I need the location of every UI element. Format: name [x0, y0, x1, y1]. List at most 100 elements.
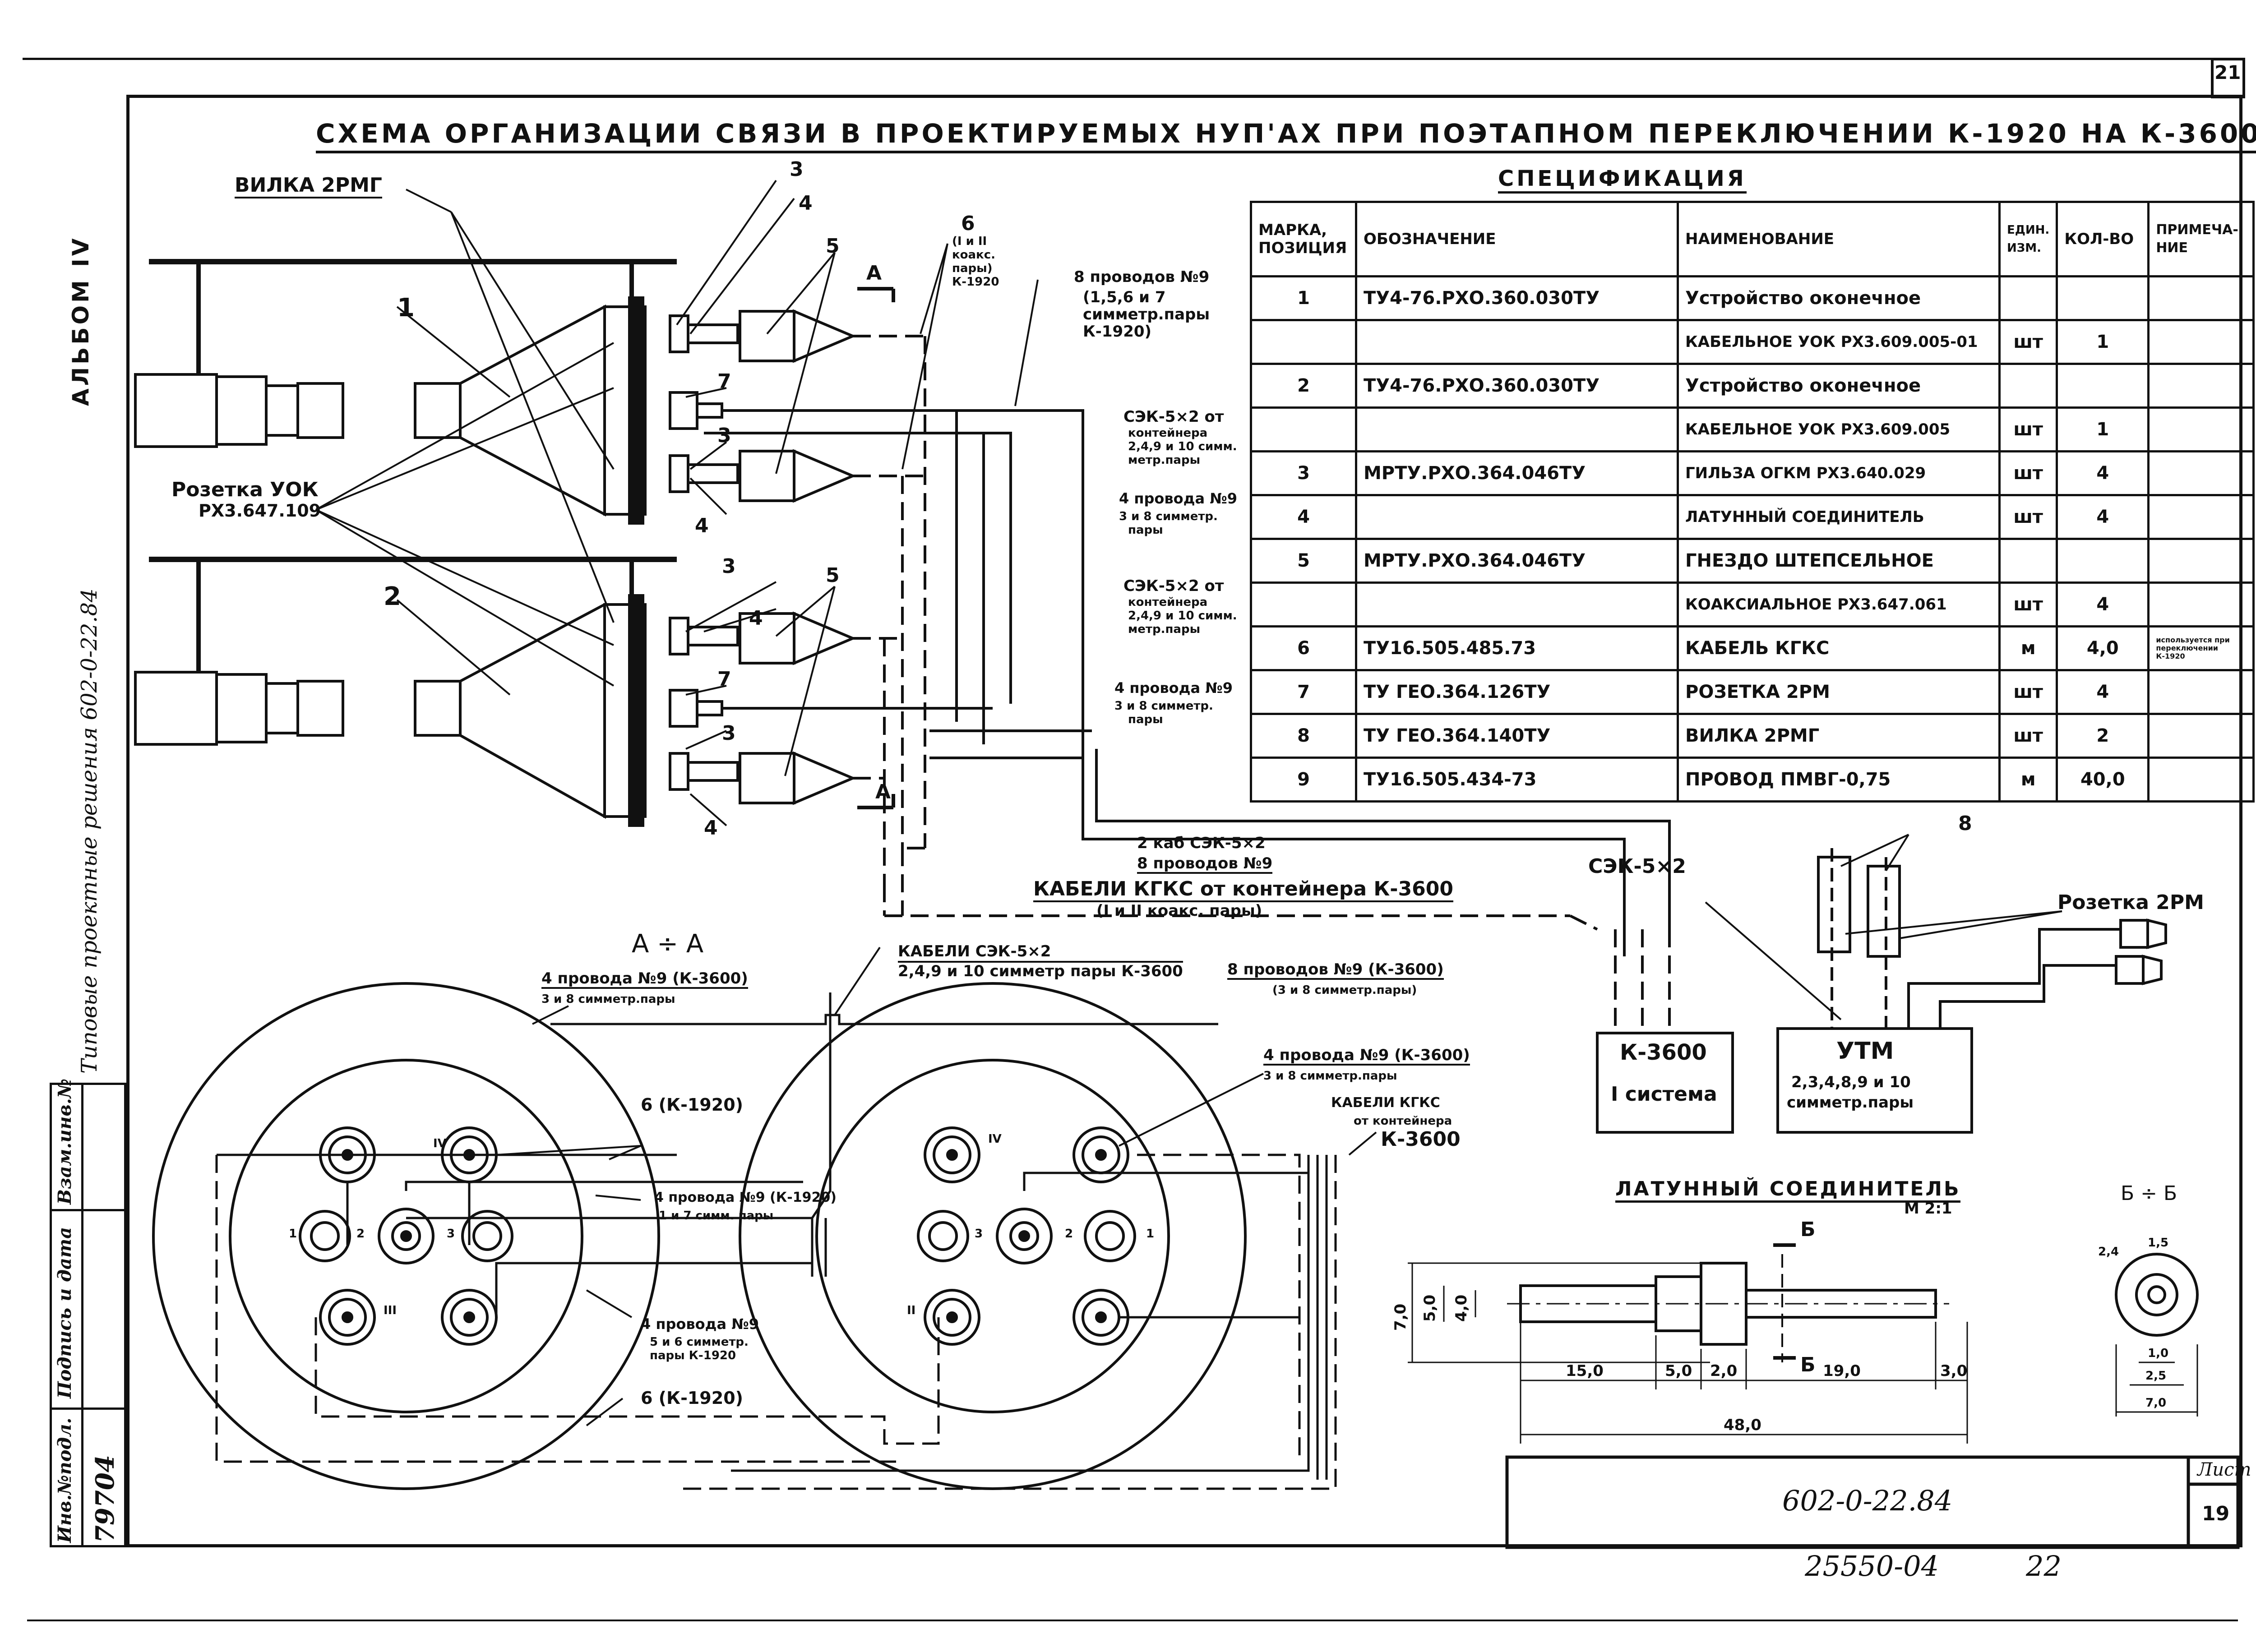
callout-4a: 4	[799, 192, 813, 215]
plug-8	[1705, 834, 2062, 1029]
callout-5b: 5	[826, 564, 840, 587]
dim-5-0-l: 5,0	[1665, 1362, 1692, 1380]
label-wires4-a3: пары	[1128, 523, 1163, 537]
label-rozetka-uok: Розетка УОК	[171, 478, 319, 501]
utm-box	[1776, 1027, 1973, 1134]
label-w4-1920: 4 провода №9 (К-1920)	[654, 1190, 837, 1205]
connector-scale: М 2:1	[1904, 1200, 1952, 1218]
sheet-corner-number: 21	[2214, 61, 2241, 83]
label-sek-b4: метр.пары	[1128, 623, 1201, 636]
label-pos6-note: (I и II коакс. пары) К-1920	[952, 235, 999, 289]
col-unit: ЕДИН. ИЗМ.	[1998, 201, 2058, 277]
k3600-box-system: I система	[1611, 1083, 1717, 1106]
section-wiring	[215, 992, 1337, 1490]
side-hline-1	[50, 1209, 126, 1211]
bottom-rule	[27, 1620, 2238, 1621]
label-rozetka-2rm: Розетка 2РМ	[2057, 891, 2204, 914]
section-b-title: Б ÷ Б	[2121, 1182, 2177, 1205]
label-wires8-note: (1,5,6 и 7 симметр.пары К-1920)	[1083, 288, 1210, 341]
pins-left	[299, 1126, 513, 1346]
utm-box-pairs: 2,3,4,8,9 и 10	[1791, 1073, 1911, 1091]
label-w4-n9-b: 5 и 6 симметр.	[650, 1335, 749, 1349]
pin-label-left-2: 2	[356, 1227, 365, 1241]
diagram-title: СХЕМА ОРГАНИЗАЦИИ СВЯЗИ В ПРОЕКТИРУЕМЫХ …	[316, 118, 2256, 153]
callout-3d: 3	[722, 722, 736, 745]
callout-3b: 3	[717, 424, 731, 447]
pin-label-left-IV: IV	[433, 1137, 447, 1150]
pin-label-left-3: 3	[447, 1227, 455, 1241]
dashed-cables	[853, 335, 1570, 917]
label-wires4-b3: пары	[1128, 713, 1163, 726]
label-vilka: ВИЛКА 2РМГ	[235, 174, 382, 198]
callout-3a: 3	[790, 158, 804, 181]
side-column	[50, 1083, 126, 1547]
label-kgks-r1: КАБЕЛИ КГКС	[1331, 1095, 1440, 1111]
dim-48-0: 48,0	[1724, 1416, 1761, 1434]
label-sek-cables: КАБЕЛИ СЭК-5×2	[898, 942, 1051, 960]
callout-4d: 4	[704, 817, 718, 840]
pin-label-left-1: 1	[289, 1227, 297, 1241]
stamp-sheet-number: 19	[2202, 1502, 2230, 1525]
callout-8: 8	[1958, 812, 1972, 835]
label-w4-3600: 4 провода №9 (К-3600)	[541, 970, 748, 989]
col-name: НАИМЕНОВАНИЕ	[1677, 201, 2001, 277]
outer-frame	[126, 95, 2242, 1547]
col-note: ПРИМЕЧА-НИЕ	[2147, 201, 2255, 277]
dim-1-5: 1,5	[2148, 1236, 2169, 1250]
callout-2: 2	[384, 582, 401, 611]
label-sek-a3: 2,4,9 и 10 симм.	[1128, 440, 1237, 453]
label-sek-a4: метр.пары	[1128, 453, 1201, 467]
sheet-corner-box	[2211, 58, 2245, 98]
callout-7a: 7	[717, 370, 731, 393]
dim-1-0: 1,0	[2148, 1347, 2169, 1360]
spec-title: СПЕЦИФИКАЦИЯ	[1498, 166, 1747, 194]
label-sek-a1: СЭК-5×2 от	[1123, 408, 1224, 426]
connector-section-bottom: Б	[1800, 1353, 1816, 1376]
dim-5-0: 5,0	[1421, 1294, 1439, 1322]
label-kgks: КАБЕЛИ КГКС от контейнера К-3600	[1033, 877, 1454, 902]
section-aa-title: А ÷ А	[632, 929, 704, 959]
label-section-a-bottom: А	[875, 780, 891, 803]
pin-label-right-IV: IV	[988, 1132, 1002, 1146]
rozetka-2rm	[1907, 918, 2167, 1029]
col-qty: КОЛ-ВО	[2056, 201, 2150, 277]
callout-1: 1	[397, 293, 415, 323]
section-left	[152, 982, 660, 1490]
stamp-sheet-label: Лист	[2197, 1459, 2251, 1480]
label-section-a-top: А	[866, 262, 882, 285]
dim-15-0: 15,0	[1566, 1362, 1604, 1380]
dim-4-0: 4,0	[1452, 1294, 1470, 1322]
label-w4-1920-b: 1 и 7 симм. пары	[659, 1209, 774, 1223]
connector-drawing	[1507, 1243, 1949, 1362]
utm-box-title: УТМ	[1836, 1038, 1894, 1065]
label-w4-n9: 4 провода №9	[641, 1315, 759, 1333]
k3600-links	[1569, 914, 1671, 1033]
coax-jacks-upper	[669, 309, 856, 503]
stamp-doc-number: 602-0-22.84	[1782, 1484, 1953, 1517]
label-wires4-b1: 4 провода №9	[1114, 679, 1233, 697]
label-w4-n9-c: пары К-1920	[650, 1349, 736, 1362]
dim-19-0: 19,0	[1823, 1362, 1861, 1380]
callout-3c: 3	[722, 555, 736, 578]
leader-lines	[315, 180, 1039, 826]
callout-4b: 4	[695, 514, 709, 537]
label-sek-b3: 2,4,9 и 10 симм.	[1128, 609, 1237, 623]
pin-label-right-II: II	[907, 1304, 916, 1317]
top-rule	[23, 58, 2242, 60]
title-stamp	[1505, 1455, 2240, 1549]
section-leaders	[496, 946, 1377, 1426]
label-eight-wires: 8 проводов №9	[1137, 855, 1273, 874]
label-kgks-r3: К-3600	[1381, 1128, 1461, 1151]
